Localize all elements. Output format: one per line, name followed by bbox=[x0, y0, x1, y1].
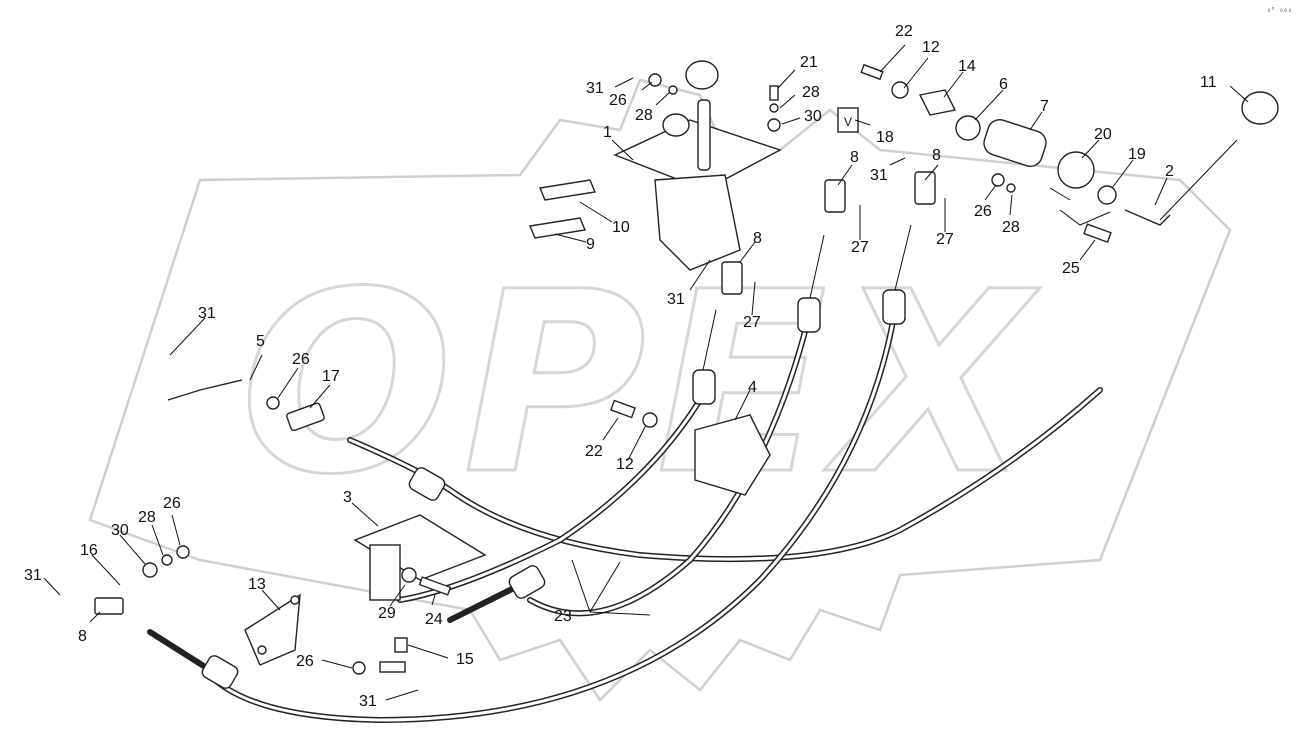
callout-8c: 8 bbox=[753, 230, 762, 247]
callout-8d: 8 bbox=[78, 628, 87, 645]
callout-27c: 27 bbox=[743, 314, 761, 331]
callout-27b: 27 bbox=[936, 231, 954, 248]
callout-26a: 26 bbox=[609, 92, 627, 109]
callout-28a: 28 bbox=[635, 107, 653, 124]
callout-31a: 31 bbox=[586, 80, 604, 97]
callout-24: 24 bbox=[425, 611, 443, 628]
callout-8b: 8 bbox=[932, 147, 941, 164]
callout-26c: 26 bbox=[292, 351, 310, 368]
svg-text:V: V bbox=[844, 115, 852, 129]
callout-16: 16 bbox=[80, 542, 98, 559]
part-10 bbox=[539, 179, 596, 201]
callout-29: 29 bbox=[378, 605, 396, 622]
callout-2: 2 bbox=[1165, 163, 1174, 180]
callout-31d: 31 bbox=[198, 305, 216, 322]
callout-14: 14 bbox=[958, 58, 976, 75]
callout-4: 4 bbox=[748, 379, 757, 396]
callout-23: 23 bbox=[554, 608, 572, 625]
callout-25: 25 bbox=[1062, 260, 1080, 277]
callout-9: 9 bbox=[586, 236, 595, 253]
callout-28d: 28 bbox=[138, 509, 156, 526]
callout-26e: 26 bbox=[296, 653, 314, 670]
callout-18: 18 bbox=[876, 129, 894, 146]
right-lever-group: V bbox=[767, 63, 1279, 244]
callout-28b: 28 bbox=[802, 84, 820, 101]
cable-fittings bbox=[201, 224, 912, 689]
callout-3: 3 bbox=[343, 489, 352, 506]
callout-31e: 31 bbox=[24, 567, 42, 584]
callout-7: 7 bbox=[1040, 98, 1049, 115]
callout-12a: 12 bbox=[922, 39, 940, 56]
callout-11: 11 bbox=[1200, 74, 1217, 91]
callout-15: 15 bbox=[456, 651, 474, 668]
callout-20: 20 bbox=[1094, 126, 1112, 143]
misc-parts bbox=[94, 171, 1016, 675]
callout-6: 6 bbox=[999, 76, 1008, 93]
callout-17: 17 bbox=[322, 368, 340, 385]
callout-21: 21 bbox=[800, 54, 818, 71]
leader-lines bbox=[43, 44, 1249, 701]
callout-31b: 31 bbox=[870, 167, 888, 184]
callout-22a: 22 bbox=[895, 23, 913, 40]
callout-8a: 8 bbox=[850, 149, 859, 166]
callout-5: 5 bbox=[256, 333, 265, 350]
callout-19: 19 bbox=[1128, 146, 1146, 163]
cable-set bbox=[147, 307, 1103, 724]
part-9 bbox=[529, 217, 586, 239]
watermark-text: OPEX bbox=[240, 238, 1040, 529]
callout-30a: 30 bbox=[804, 108, 822, 125]
callout-13: 13 bbox=[248, 576, 266, 593]
callout-10: 10 bbox=[612, 219, 630, 236]
callout-labels: 1 2 3 4 5 6 7 8 8 8 8 9 10 11 12 12 13 1… bbox=[24, 23, 1217, 710]
callout-30b: 30 bbox=[111, 522, 129, 539]
callout-31f: 31 bbox=[359, 693, 377, 710]
corner-mark: ₀⁰ ₀₀₀ bbox=[1267, 6, 1292, 14]
shift-lever-assembly bbox=[613, 60, 782, 271]
callout-1: 1 bbox=[603, 124, 612, 141]
callout-31c: 31 bbox=[667, 291, 685, 308]
callout-27a: 27 bbox=[851, 239, 869, 256]
callout-12b: 12 bbox=[616, 456, 634, 473]
callout-28c: 28 bbox=[1002, 219, 1020, 236]
callout-22b: 22 bbox=[585, 443, 603, 460]
callout-26b: 26 bbox=[974, 203, 992, 220]
callout-26d: 26 bbox=[163, 495, 181, 512]
